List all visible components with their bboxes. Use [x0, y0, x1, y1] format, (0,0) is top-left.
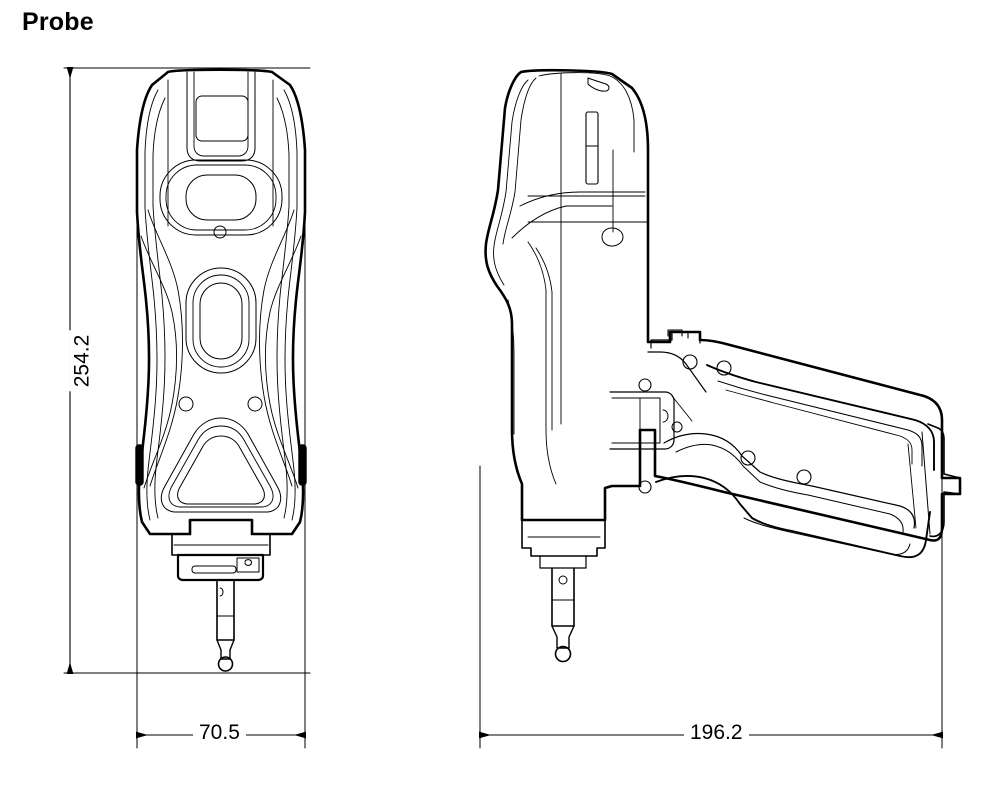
- side-stylus-ball: [554, 645, 572, 663]
- grip-rear-seam-1: [921, 431, 931, 535]
- grip-screw-hole-1: [740, 450, 756, 466]
- handle-connector-notch-2: [687, 331, 701, 339]
- page-title: Probe: [22, 8, 94, 36]
- front-mount-slot: [191, 565, 237, 574]
- handle-mount-hole-2: [716, 360, 732, 376]
- front-hole-right: [247, 396, 263, 412]
- dimension-label-width-side: 196.2: [684, 722, 749, 744]
- front-triangle-recess-mid: [168, 425, 274, 508]
- front-top-recess-inner: [193, 71, 249, 157]
- front-stylus-ball: [217, 656, 234, 672]
- grip-upper-arm-inner: [717, 380, 923, 467]
- grip-finger-channel-outer: [663, 432, 916, 529]
- grip-finger-channel-inner: [675, 443, 904, 533]
- front-triangle-recess-inner: [177, 435, 265, 505]
- side-outer-body: [484, 68, 962, 542]
- front-sensor-circle: [213, 225, 227, 239]
- front-mid-oval-mid: [192, 274, 250, 368]
- handle-bracket-inner: [611, 397, 661, 444]
- front-mount-plate: [176, 553, 265, 582]
- side-lower-contour-2: [535, 247, 553, 431]
- front-inner-contour-left: [144, 89, 159, 521]
- side-view: [484, 68, 962, 663]
- handle-mount-hole-1: [682, 354, 698, 370]
- side-top-shoulder: [538, 72, 635, 153]
- front-mid-oval-outer: [185, 267, 257, 374]
- dimension-lines: [63, 67, 943, 749]
- side-lower-contour-3: [507, 299, 515, 435]
- handle-bracket-pin: [662, 409, 669, 423]
- side-stylus-taper: [551, 625, 575, 649]
- front-hole-left: [178, 396, 194, 412]
- front-side-panel-right-2: [265, 235, 302, 489]
- grip-upper-arm: [706, 364, 935, 471]
- side-contour-left-2: [502, 77, 537, 245]
- front-outer-body: [135, 68, 307, 536]
- front-grip-pad-left: [135, 444, 144, 486]
- front-mid-oval-inner: [199, 282, 243, 360]
- front-lens-window: [185, 174, 257, 221]
- side-top-notch: [587, 77, 610, 92]
- front-top-recess-outer: [186, 71, 256, 162]
- front-view: [135, 68, 307, 672]
- side-contour-left-1: [493, 79, 529, 286]
- grip-rear-cap: [927, 423, 961, 538]
- side-button-slot: [585, 111, 599, 185]
- handle-mount-plate: [647, 351, 707, 393]
- side-panel-split-2: [519, 191, 646, 207]
- front-stylus-taper: [216, 639, 235, 660]
- dimension-label-width-front: 70.5: [193, 722, 246, 744]
- handle-top-rail: [650, 331, 701, 349]
- grip-lower-inner: [743, 517, 911, 555]
- front-stylus-shaft: [216, 579, 235, 641]
- front-lens-housing-outer: [159, 159, 283, 236]
- front-side-panel-right: [259, 209, 295, 487]
- side-lower-contour-1: [527, 241, 557, 485]
- front-mount-tab-notch: [244, 559, 252, 566]
- handle-mount-hole-4: [638, 480, 652, 494]
- handle-bracket-outer: [609, 391, 675, 450]
- handle-mount-hole-3: [638, 378, 652, 392]
- grip-lower-body: [655, 474, 931, 559]
- front-inner-contour-right: [283, 89, 298, 521]
- side-mount-step: [539, 555, 587, 569]
- front-stylus-hole: [219, 587, 224, 597]
- front-neck-block: [171, 533, 271, 556]
- side-stylus-shaft: [551, 567, 575, 627]
- front-side-panel-left: [147, 209, 183, 487]
- front-grip-pad-right: [298, 444, 307, 486]
- handle-bracket-hole: [671, 421, 683, 433]
- handle-bracket-scribe: [671, 395, 693, 422]
- side-panel-split-4: [511, 205, 613, 239]
- front-top-window: [195, 95, 249, 142]
- front-lens-housing-mid: [165, 164, 277, 231]
- side-stylus-hole: [558, 575, 568, 585]
- grip-rear-seam-2: [907, 443, 917, 529]
- front-mount-tab: [236, 557, 260, 573]
- front-triangle-recess-outer: [160, 417, 282, 513]
- dimension-label-height: 254.2: [69, 330, 96, 392]
- side-neck-block: [521, 519, 606, 557]
- front-side-panel-left-2: [140, 235, 177, 489]
- grip-screw-hole-2: [796, 469, 812, 485]
- grip-upper-arm-inner-2: [725, 389, 913, 465]
- side-lens-bulge: [601, 227, 624, 247]
- handle-connector-notch: [667, 329, 683, 337]
